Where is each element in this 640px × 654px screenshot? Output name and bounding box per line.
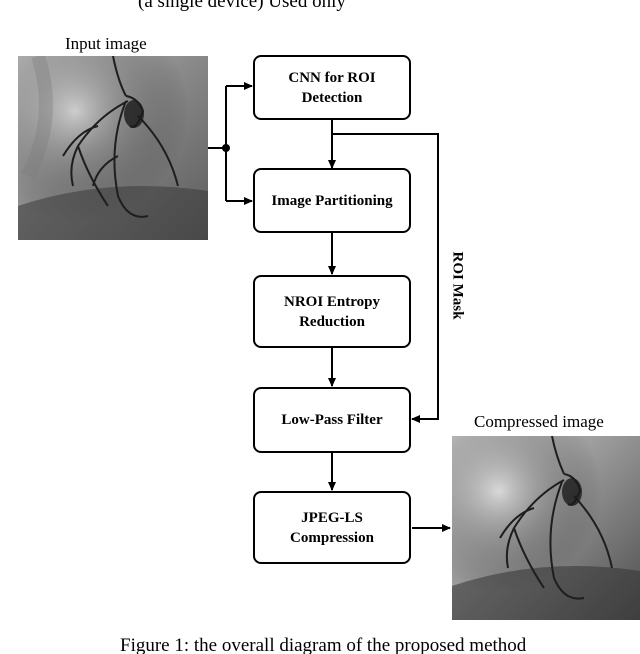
node-partition: Image Partitioning (253, 168, 411, 233)
roi-mask-label: ROI Mask (449, 251, 466, 319)
compressed-angiogram-image (452, 436, 640, 620)
node-lowpass: Low-Pass Filter (253, 387, 411, 453)
edge-cnn-lowpass (332, 133, 439, 423)
compressed-image-label: Compressed image (474, 412, 604, 431)
node-jpegls: JPEG-LS Compression (253, 491, 411, 564)
figure-caption: Figure 1: the overall diagram of the pro… (120, 635, 527, 654)
top-text-fragment: (a single device) Used only (138, 0, 346, 12)
input-angiogram-image (18, 56, 208, 240)
input-image-label: Input image (65, 34, 147, 53)
node-cnn: CNN for ROI Detection (253, 55, 411, 120)
node-nroi: NROI Entropy Reduction (253, 275, 411, 348)
split-junction-dot (222, 144, 230, 152)
